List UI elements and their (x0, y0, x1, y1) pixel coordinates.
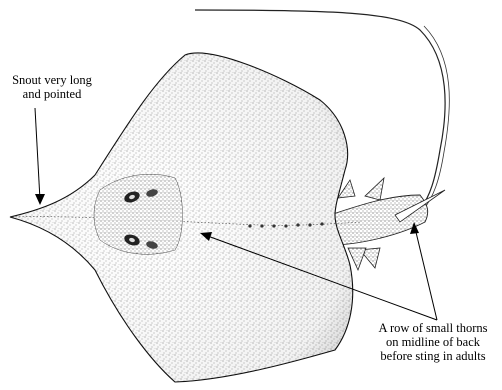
thorns-annotation: A row of small thorns on midline of back… (338, 321, 502, 363)
leader-arrow-snout (35, 194, 45, 205)
thorns-annotation-line-1: A row of small thorns (338, 321, 502, 335)
thorns-annotation-line-3: before sting in adults (338, 349, 502, 363)
tail-base (330, 195, 428, 245)
snout-annotation: Snout very long and pointed (0, 73, 112, 101)
leader-line-thorns-2 (415, 228, 437, 320)
pelvic-fin-upper-2 (365, 178, 384, 200)
snout-annotation-line-2: and pointed (0, 87, 112, 101)
leader-line-snout (35, 108, 40, 200)
snout-annotation-line-1: Snout very long (0, 73, 112, 87)
thorns-annotation-line-2: on midline of back (338, 335, 502, 349)
